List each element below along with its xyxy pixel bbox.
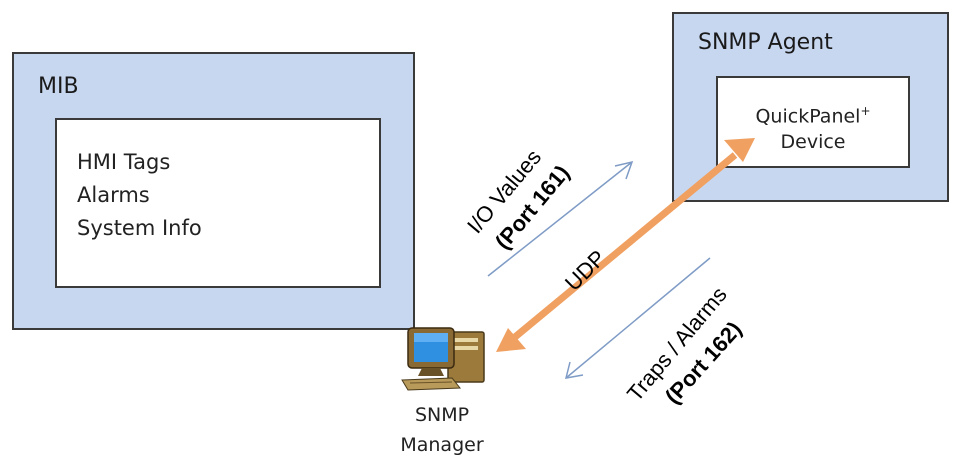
device-name: QuickPanel <box>755 105 861 128</box>
mib-item-alarms: Alarms <box>77 183 150 207</box>
udp-double-arrow <box>496 138 755 352</box>
mib-item-system-info: System Info <box>77 216 202 240</box>
mib-list: HMI Tags Alarms System Info <box>77 146 202 245</box>
mib-title: MIB <box>38 74 79 99</box>
traps-alarms-arrow <box>564 257 711 379</box>
snmp-agent-title: SNMP Agent <box>698 30 833 55</box>
quickpanel-device-label: QuickPanel+ Device <box>718 98 908 155</box>
device-type: Device <box>780 131 846 154</box>
io-values-arrow <box>487 160 634 277</box>
device-sup: + <box>860 104 871 118</box>
manager-line2: Manager <box>400 434 484 456</box>
mib-item-hmi-tags: HMI Tags <box>77 150 171 174</box>
mib-content-box: HMI Tags Alarms System Info <box>55 118 381 288</box>
manager-line1: SNMP <box>414 404 470 426</box>
snmp-manager-label: SNMP Manager <box>392 400 492 460</box>
computer-icon <box>400 322 492 394</box>
mib-box: MIB HMI Tags Alarms System Info <box>12 52 415 330</box>
quickpanel-device-box: QuickPanel+ Device <box>716 76 910 168</box>
